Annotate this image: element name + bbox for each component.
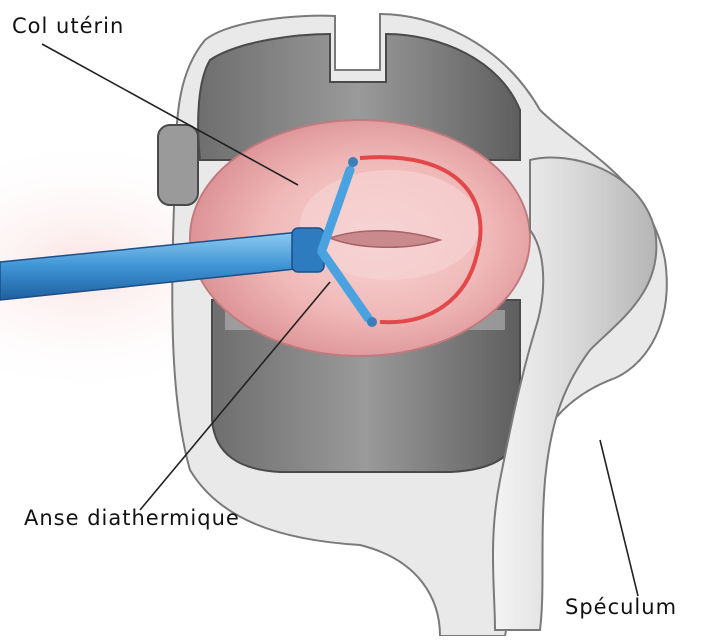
speculum-knob [158, 125, 198, 205]
leader-line-speculum [600, 440, 638, 596]
label-diathermy-loop: Anse diathermique [24, 506, 240, 530]
label-speculum: Spéculum [565, 595, 677, 619]
label-cervix: Col utérin [12, 14, 124, 38]
loop-tip-upper [348, 157, 358, 167]
loop-tip-lower [367, 317, 377, 327]
